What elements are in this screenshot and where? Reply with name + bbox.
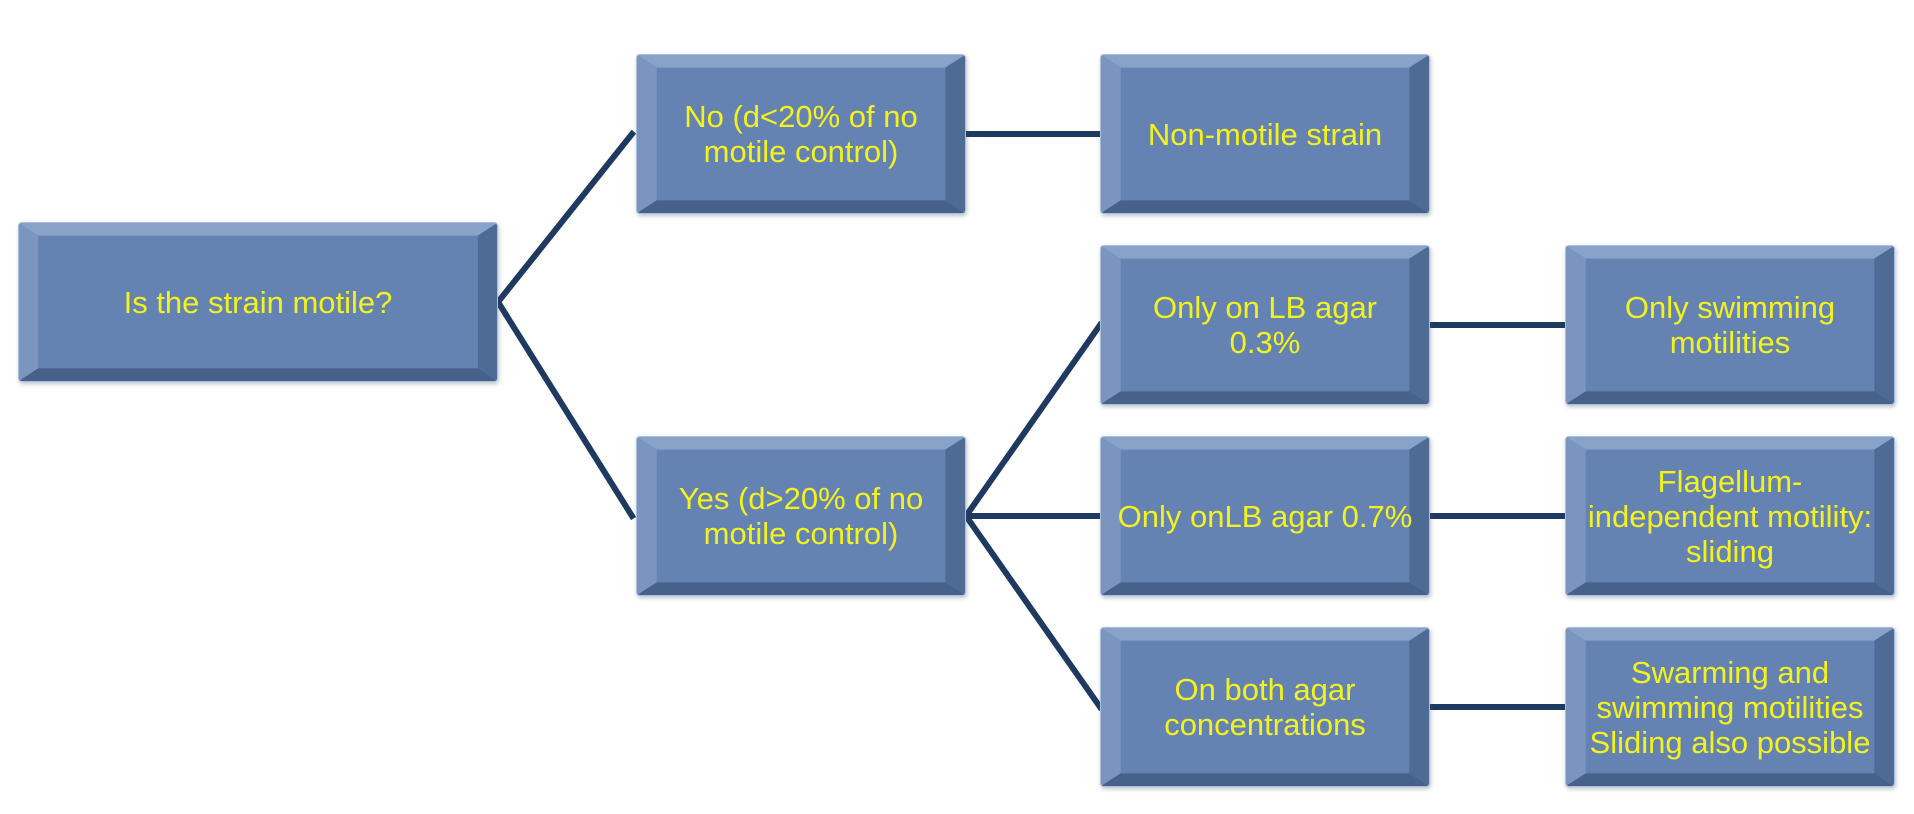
node-root: Is the strain motile? [18,222,498,382]
node-sliding: Flagellum- independent motility: sliding [1565,436,1895,596]
connector-root-no [493,129,637,307]
node-both: On both agar concentrations [1100,627,1430,787]
node-only-03-label: Only on LB agar 0.3% [1152,290,1378,360]
node-only-07-label: Only onLB agar 0.7% [1117,498,1413,534]
node-both-label: On both agar concentrations [1164,672,1366,742]
node-root-label: Is the strain motile? [123,284,393,320]
node-no: No (d<20% of no motile control) [636,54,966,214]
node-non-motile-label: Non-motile strain [1147,116,1383,152]
node-yes: Yes (d>20% of no motile control) [636,436,966,596]
node-swarming-label: Swarming and swimming motilities Sliding… [1589,654,1871,760]
connector-root-yes [493,297,637,521]
node-no-label: No (d<20% of no motile control) [684,99,918,169]
node-non-motile: Non-motile strain [1100,54,1430,214]
node-only-07: Only onLB agar 0.7% [1100,436,1430,596]
node-swimming: Only swimming motilities [1565,245,1895,405]
connector-yes-both [961,511,1105,712]
node-swimming-label: Only swimming motilities [1624,290,1836,360]
node-swarming: Swarming and swimming motilities Sliding… [1565,627,1895,787]
node-sliding-label: Flagellum- independent motility: sliding [1587,463,1873,569]
connector-yes-only03 [961,320,1105,521]
node-only-03: Only on LB agar 0.3% [1100,245,1430,405]
node-yes-label: Yes (d>20% of no motile control) [678,481,924,551]
